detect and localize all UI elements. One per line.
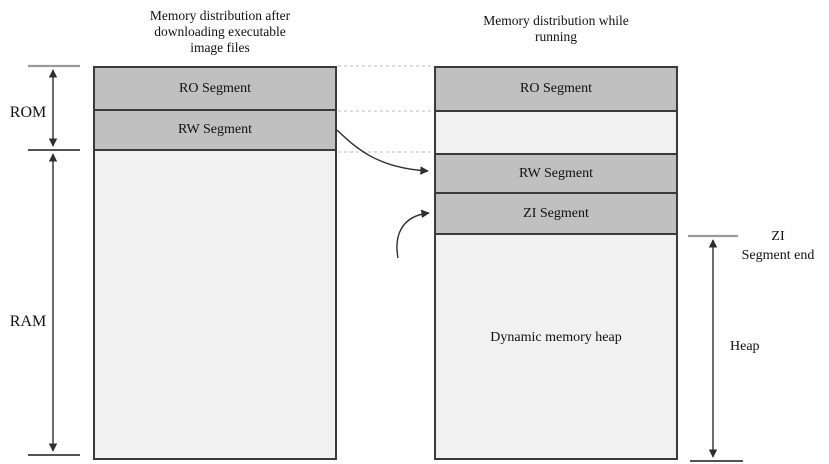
ram-range-label: RAM: [9, 313, 47, 330]
segment-ro-left-label: RO Segment: [179, 80, 251, 96]
segment-ro-right: RO Segment: [436, 68, 676, 112]
rw-relocation-arrow: [336, 129, 429, 175]
segment-rw-left: RW Segment: [95, 111, 335, 151]
memory-box-running: RO Segment RW Segment ZI Segment Dynamic…: [434, 66, 678, 460]
zi-relocation-arrow: [396, 209, 430, 259]
dynamic-memory-heap-label: Dynamic memory heap: [490, 330, 622, 345]
segment-rw-right: RW Segment: [436, 153, 676, 194]
segment-rw-right-label: RW Segment: [518, 165, 594, 181]
zi-segment-end-label: ZI Segment end: [741, 229, 815, 263]
segment-ro-left: RO Segment: [95, 68, 335, 111]
left-column-title: Memory distribution after downloading ex…: [149, 8, 291, 55]
segment-zi-right: ZI Segment: [436, 194, 676, 235]
memory-box-downloaded: RO Segment RW Segment: [93, 66, 337, 460]
heap-range-label: Heap: [730, 339, 760, 354]
segment-zi-right-label: ZI Segment: [523, 205, 589, 221]
segment-rw-left-label: RW Segment: [177, 122, 253, 137]
rom-range-label: ROM: [9, 104, 47, 121]
segment-ro-right-label: RO Segment: [520, 81, 592, 96]
right-column-title: Memory distribution while running: [483, 13, 629, 44]
